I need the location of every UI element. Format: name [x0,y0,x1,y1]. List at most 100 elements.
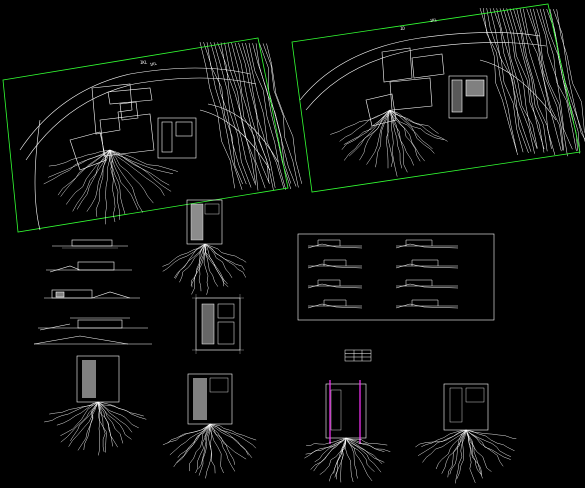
terrain-line [204,243,233,278]
terrain-line [447,429,467,478]
terrain-line [389,109,414,166]
terrain-line [204,243,229,288]
terrain-line [191,243,206,295]
terrain-line [109,149,126,215]
site-plan-right-contours [479,7,585,157]
contour-line [217,42,256,184]
terrain-line [66,149,111,205]
sheet-section-terrain [307,303,363,309]
terrain-line [465,429,483,475]
terrain-line [389,109,439,134]
site-plan-left-roads [19,67,279,231]
section-elevations-left [33,239,152,345]
contour-line [227,42,266,189]
site-plan-right: 1KL [291,3,585,193]
site-plan-left-contours [199,41,303,191]
terrain-line [345,437,385,463]
contour-line [553,9,585,140]
contour-line [556,9,585,134]
contour-line [231,42,270,184]
terrain-line [345,437,375,472]
terrain-line [306,437,347,446]
sheet-section-terrain [395,263,459,269]
terrain-line [345,437,373,482]
site-plan-right-road-label: 1KL [429,17,437,23]
section-sheet-border [297,233,495,321]
contour-line [210,42,247,185]
terrain-line [345,437,388,446]
contour-line [262,43,299,188]
terrain-line [344,437,354,483]
sheet-section-building [323,259,347,266]
terrain-line [97,401,147,420]
contour-line [206,42,243,185]
terrain-line [387,109,394,167]
terrain-line [421,429,467,447]
site-plan-left-buildings [69,83,197,171]
detail-plan-bottom-3 [304,380,391,483]
terrain-line [189,423,211,472]
terrain-line [72,149,111,212]
terrain-line [198,423,211,469]
detail-plan-bottom-4 [415,383,517,484]
terrain-line [48,149,111,178]
terrain-line [177,423,211,458]
sheet-section-terrain [395,283,459,289]
section-5 [33,335,152,345]
terrain-line [204,243,245,271]
terrain-line [359,109,391,161]
sheet-section-building [411,299,439,306]
contour-line [533,8,568,157]
terrain-line [97,401,101,456]
terrain-line [109,149,165,196]
contour-line [483,8,518,153]
section-2 [46,261,132,273]
terrain-line [97,401,118,448]
terrain-line [57,149,111,196]
terrain-line [195,423,211,474]
terrain-line [97,401,124,444]
terrain-line [169,423,211,456]
contour-line [519,8,556,156]
detail-plan-bottom-2 [162,373,257,479]
terrain-line [456,429,467,479]
detail-plan-bottom-1 [44,355,147,456]
terrain-line [465,429,492,472]
terrain-line [465,429,483,476]
terrain-line [345,437,382,473]
terrain-line [415,429,467,448]
sheet-label-a: 1D [400,26,405,31]
terrain-line [314,437,347,463]
terrain-line [209,423,257,441]
terrain-line [343,109,391,145]
terrain-line [465,429,511,457]
terrain-line [375,109,391,168]
site-plan-right-frame [291,3,581,193]
contour-line [259,43,297,187]
sheet-section-building [405,279,433,286]
terrain-line [109,149,178,172]
terrain-line [109,149,170,186]
sheet-section-terrain [307,263,363,269]
terrain-line [209,423,249,456]
detail-plan-top [162,199,247,295]
terrain-line [465,429,476,483]
terrain-line [162,243,206,272]
contour-line [199,41,235,189]
contour-line [248,43,287,190]
sheet-section-terrain [395,243,459,249]
terrain-line [389,109,421,162]
terrain-line [60,401,99,443]
terrain-line [60,149,111,197]
sheet-section-building [317,279,341,286]
section-1 [52,239,128,249]
contour-line [252,43,292,190]
terrain-line [345,437,391,452]
contour-line [539,8,577,152]
terrain-line [56,401,99,426]
terrain-line [465,429,517,439]
terrain-line [209,423,247,460]
terrain-line [204,243,228,285]
terrain-line [49,401,99,415]
terrain-line [97,401,144,417]
